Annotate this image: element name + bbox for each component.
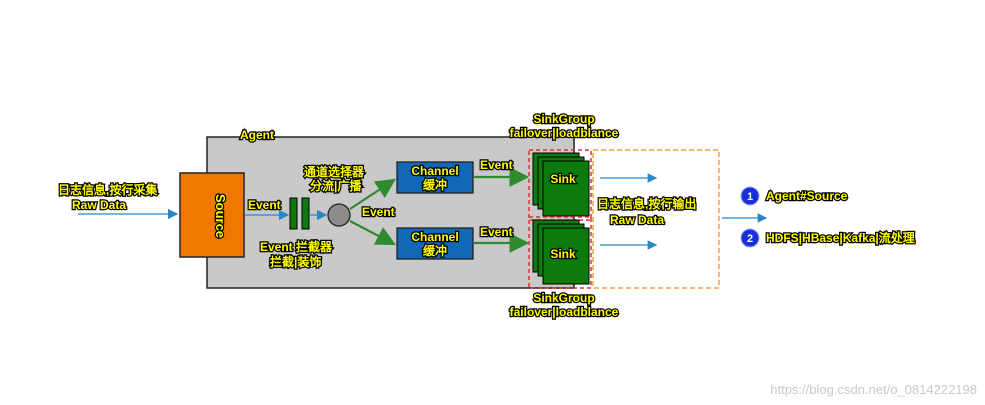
sink-bottom-front <box>542 227 590 285</box>
input-text-line2: Raw Data <box>72 198 126 212</box>
channel-selector-circle <box>327 203 351 227</box>
output-dashed-region <box>592 149 720 289</box>
selector-to-channel-bottom-arrow <box>349 220 396 246</box>
event-label-sink-top: Event <box>480 158 513 172</box>
legend-1-text: Agent#Source <box>766 189 848 203</box>
channel-bottom-line1: Channel <box>411 230 458 244</box>
input-text-line1: 日志信息,按行采集 <box>58 182 158 197</box>
interceptor-bar-2 <box>301 197 310 230</box>
event-label-selector: Event <box>362 205 395 219</box>
channel-top-line2: 缓冲 <box>423 177 447 192</box>
agent-label: Agent <box>240 128 274 142</box>
sinkgroup-top-line1: SinkGroup <box>533 112 594 126</box>
sinkgroup-bottom-dashed-border <box>528 216 592 289</box>
channel-box-bottom <box>396 227 474 260</box>
sinkgroup-bottom-line2: failover|loadblance <box>510 305 619 319</box>
selector-text-line2: 分流|广播 <box>310 178 362 193</box>
source-label: Source <box>213 194 228 238</box>
sink-top-label: Sink <box>550 172 576 186</box>
event-label-source: Event <box>248 198 281 212</box>
channel-bottom-line2: 缓冲 <box>423 243 447 258</box>
legend-2-text: HDFS|HBase|Kafka|流处理 <box>766 230 915 245</box>
sink-bottom-label: Sink <box>550 247 576 261</box>
interceptor-text-line1: Event 拦截器 <box>260 239 333 254</box>
selector-text-line1: 通道选择器 <box>304 164 365 179</box>
interceptor-bar-1 <box>289 197 298 230</box>
channel-box-top <box>396 161 474 194</box>
channel-top-line1: Channel <box>411 164 458 178</box>
sink-top-front <box>542 160 590 217</box>
event-label-sink-bottom: Event <box>480 225 513 239</box>
source-box <box>179 172 245 258</box>
watermark: https://blog.csdn.net/o_0814222198 <box>770 382 977 397</box>
legend-1-circle <box>740 186 760 206</box>
legend-2-number: 2 <box>747 233 753 245</box>
output-text-line1: 日志信息,按行输出 <box>597 196 696 211</box>
selector-to-channel-top-arrow <box>349 178 396 210</box>
output-text-line2: Raw Data <box>610 213 664 227</box>
sinkgroup-top-line2: failover|loadblance <box>510 126 619 140</box>
legend-2-circle <box>740 228 760 248</box>
agent-box <box>206 136 575 289</box>
legend-1-number: 1 <box>747 191 753 203</box>
sinkgroup-bottom-line1: SinkGroup <box>533 291 594 305</box>
interceptor-text-line2: 拦截|装饰 <box>270 254 321 269</box>
